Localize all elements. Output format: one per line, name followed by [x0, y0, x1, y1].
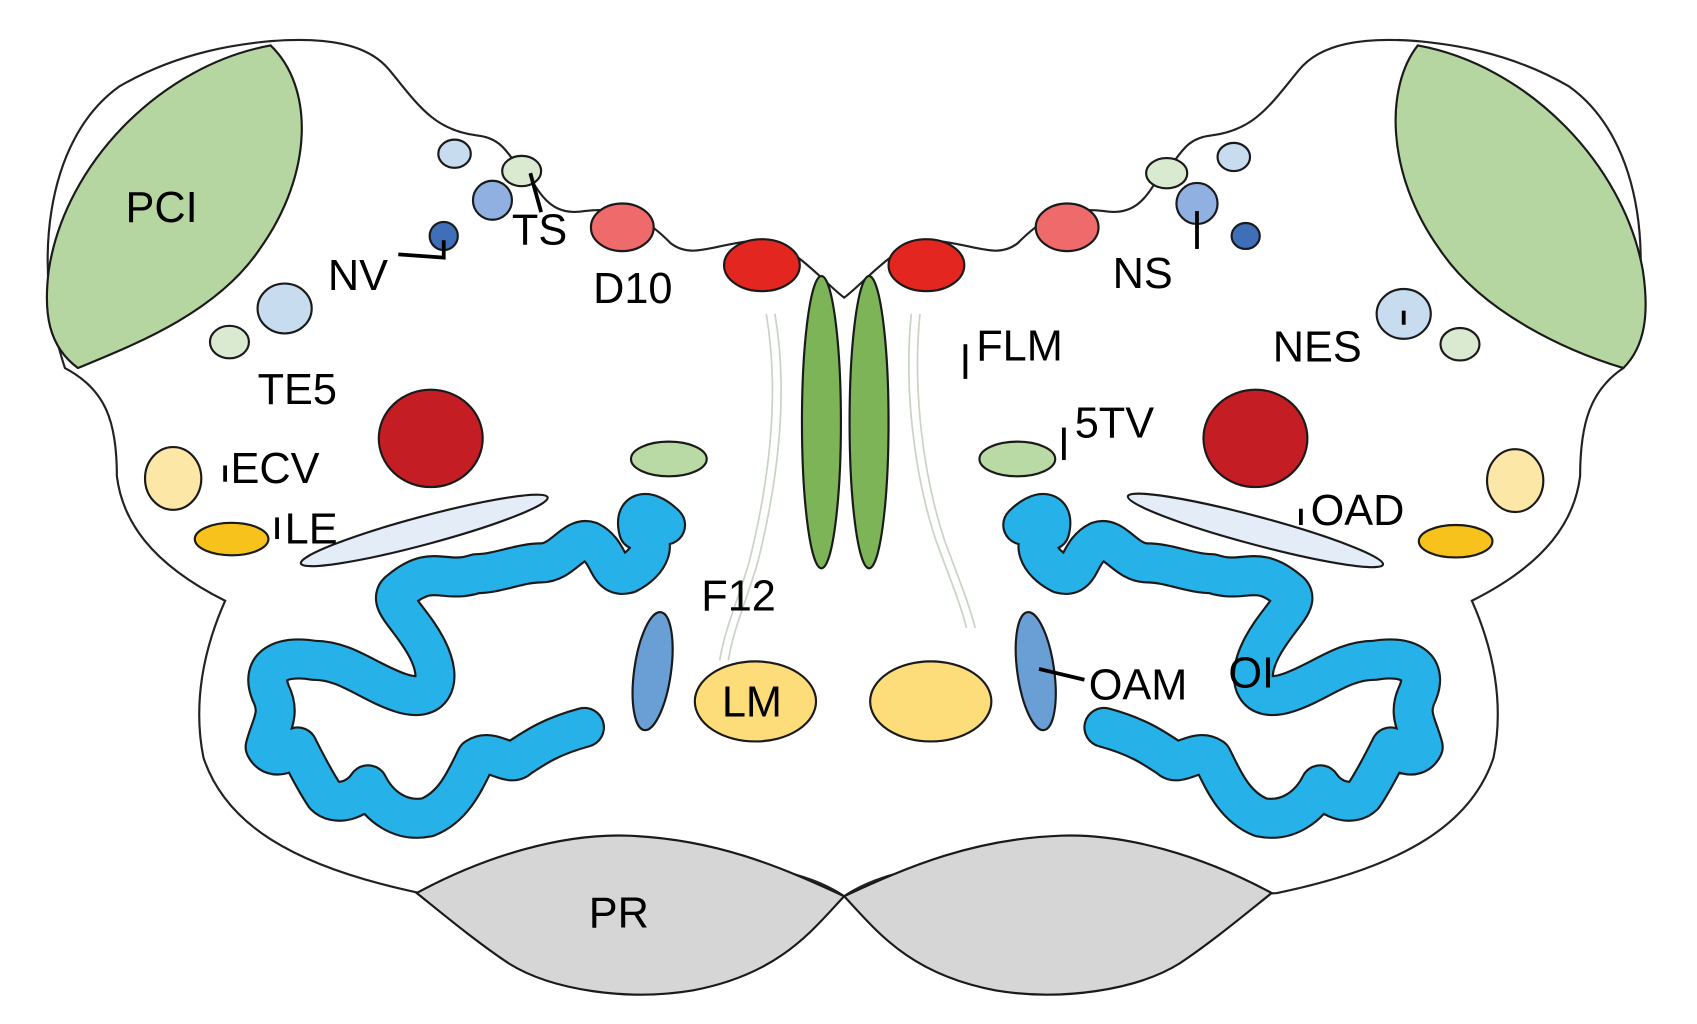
fiber-f12-right-b — [916, 313, 976, 629]
fiber-f12-left-b — [727, 313, 782, 661]
nucleus-salmon-right — [1034, 202, 1100, 253]
nucleus-le-left — [193, 521, 270, 557]
nucleus-ecv-left — [143, 445, 203, 511]
lm-left — [693, 660, 818, 743]
label-d10: D10 — [593, 265, 672, 313]
pyramid-left — [414, 834, 846, 996]
label-oi: OI — [1228, 649, 1274, 697]
nucleus-5tv-left — [629, 440, 708, 478]
pyramid-right — [842, 834, 1274, 996]
nucleus-pale-blue-top-right — [1216, 141, 1252, 173]
label-pci: PCI — [126, 184, 198, 232]
spinal-trigeminal-tract-left — [299, 493, 549, 568]
pointer-oam — [1038, 667, 1085, 682]
nucleus-d10-salmon-left — [589, 202, 655, 253]
label-f12: F12 — [701, 573, 776, 621]
label-ns: NS — [1113, 250, 1173, 298]
fiber-f12-left-a — [718, 313, 774, 661]
nucleus-mid-blue-left — [471, 179, 513, 221]
label-nv: NV — [328, 252, 388, 300]
olive-left — [244, 492, 687, 839]
nucleus-pale-blue-top-left — [437, 138, 472, 169]
label-oad: OAD — [1311, 487, 1405, 535]
label-oam: OAM — [1089, 661, 1188, 709]
label-ecv: ECV — [231, 445, 320, 493]
nucleus-dark-blue-right — [1230, 221, 1261, 251]
label-ts: TS — [512, 207, 567, 255]
label-pr: PR — [589, 890, 649, 938]
nucleus-ts-circle-left — [501, 154, 543, 188]
label-5tv: 5TV — [1075, 399, 1155, 447]
nucleus-pale-yellow-right — [1485, 448, 1545, 514]
fiber-f12-right-a — [908, 313, 968, 629]
oam-right — [1014, 611, 1057, 732]
nucleus-te5-left — [377, 388, 484, 489]
nucleus-gold-right — [1417, 523, 1494, 559]
flm-left — [800, 274, 843, 570]
nucleus-light-green-lateral-left — [208, 324, 251, 360]
label-le: LE — [285, 505, 338, 553]
nucleus-dark-red-right — [1202, 388, 1309, 489]
lm-right — [869, 660, 993, 743]
label-flm: FLM — [976, 322, 1063, 370]
nucleus-5tv-right — [978, 440, 1057, 478]
nucleus-pale-blue-lateral-left — [256, 282, 313, 335]
nucleus-red-medial-right — [887, 238, 966, 293]
pci-left — [45, 44, 303, 370]
pci-right — [1394, 44, 1647, 370]
flm-right — [848, 274, 890, 570]
spinal-trigeminal-tract-right — [1126, 492, 1385, 569]
nucleus-red-medial-left — [722, 238, 801, 293]
nucleus-light-green-top-right — [1145, 156, 1189, 190]
oam-left — [631, 611, 674, 732]
olive-right — [1002, 492, 1444, 839]
label-nes: NES — [1273, 324, 1362, 372]
label-te5: TE5 — [258, 366, 337, 414]
label-lm: LM — [722, 679, 782, 727]
pointer-nv — [398, 240, 446, 260]
nucleus-light-green-lateral-right — [1439, 326, 1481, 362]
pointer-ts — [528, 172, 543, 213]
